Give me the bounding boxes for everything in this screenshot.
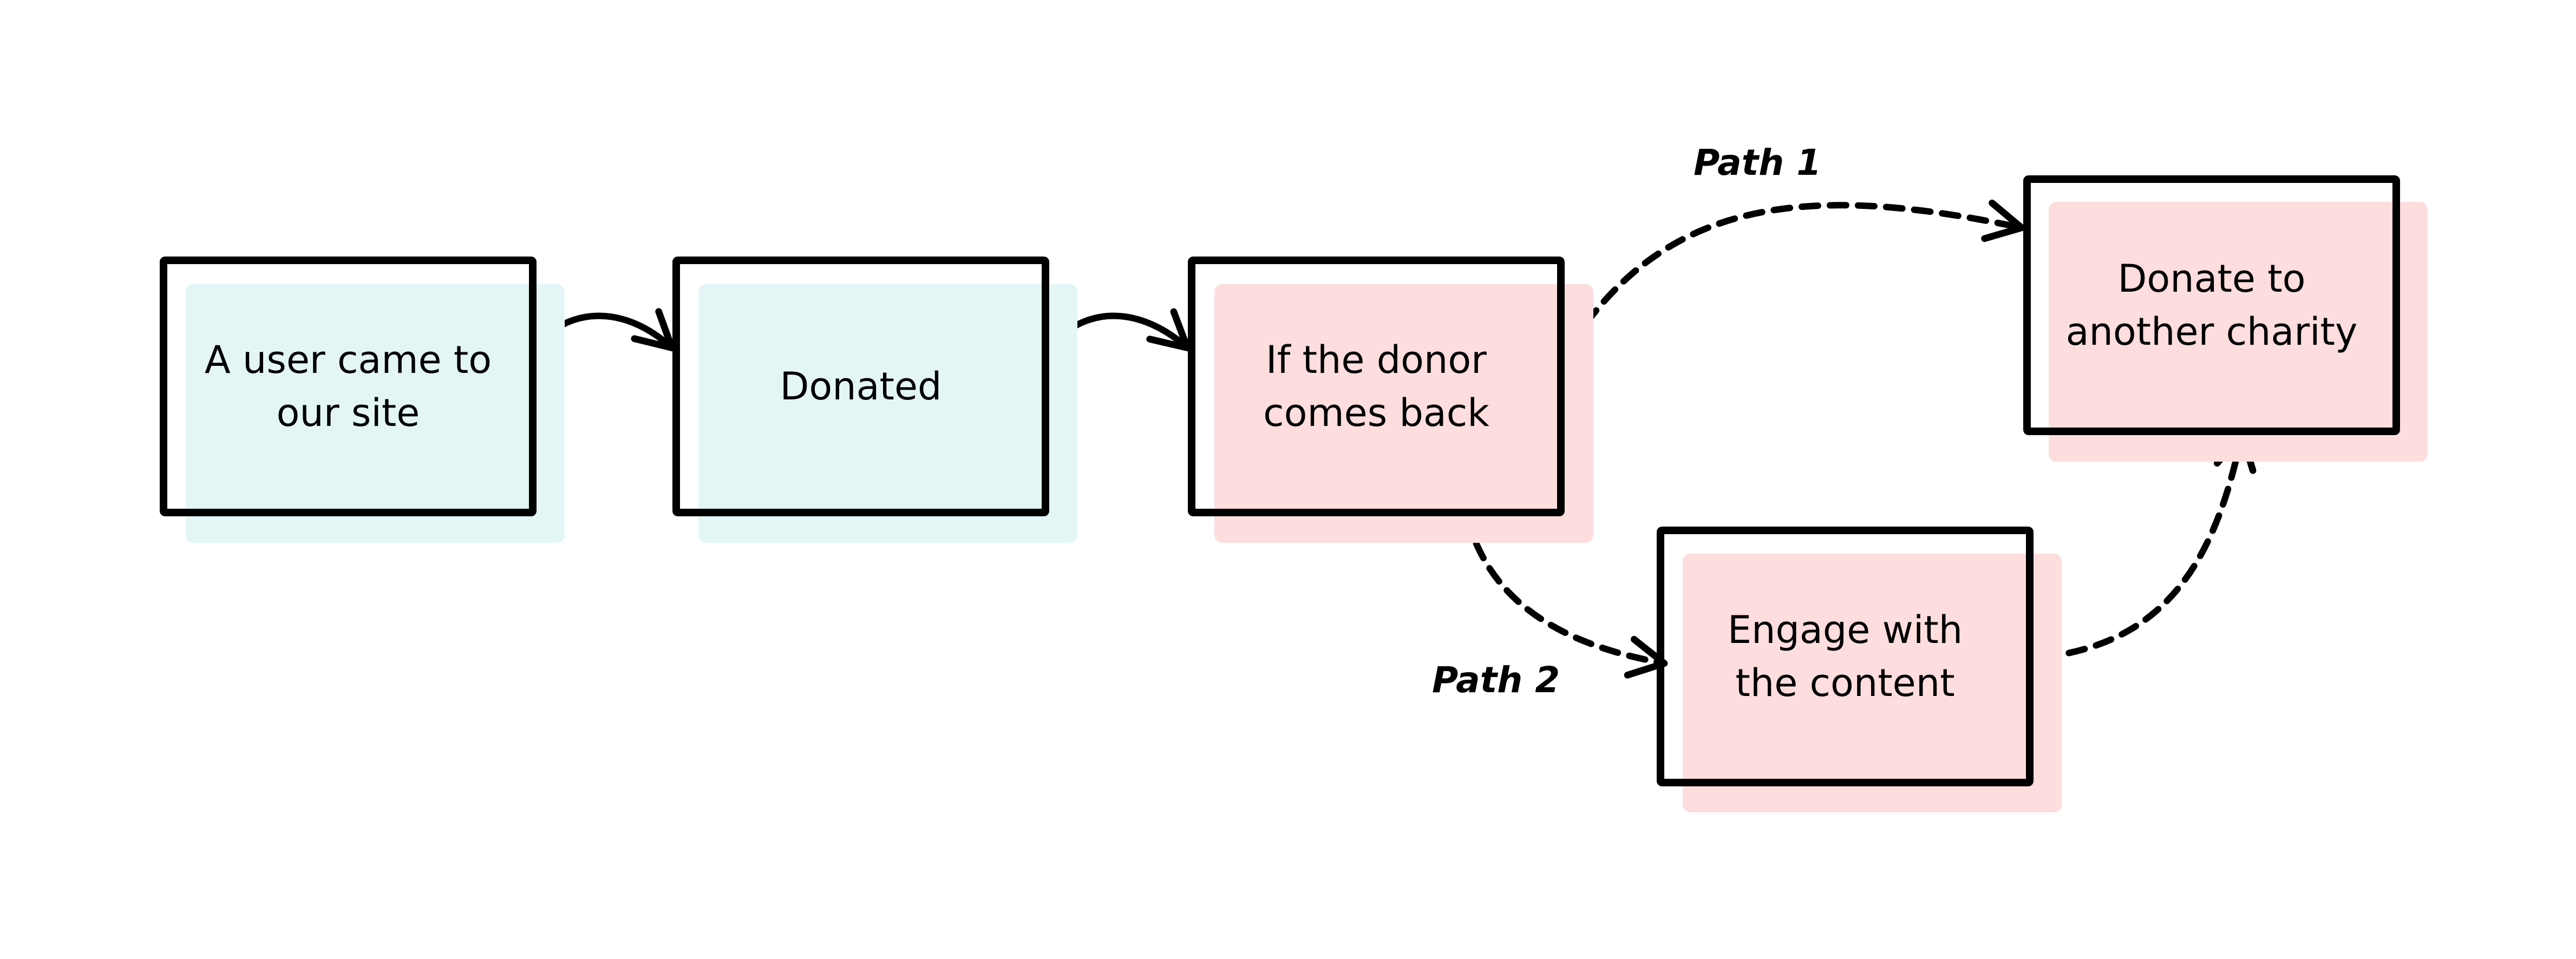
node-donated-shadow bbox=[698, 284, 1077, 543]
arrow-donor-back-to-donate-other bbox=[1567, 199, 2025, 350]
node-donor-back-shadow bbox=[1214, 284, 1593, 543]
node-donor-back-box: If the donor comes back bbox=[1188, 257, 1565, 516]
node-donor-back-label: If the donor comes back bbox=[1263, 338, 1489, 435]
path-1-label: Path 1 bbox=[1694, 142, 1822, 183]
node-engage-box: Engage with the content bbox=[1657, 527, 2034, 786]
node-engage-label: Engage with the content bbox=[1727, 608, 1963, 705]
node-donate-other-box: Donate to another charity bbox=[2023, 175, 2400, 435]
node-user-came-label: A user came to our site bbox=[204, 338, 492, 435]
node-donate-other-label: Donate to another charity bbox=[2065, 257, 2358, 354]
node-engage-shadow bbox=[1683, 554, 2062, 812]
node-user-came-box: A user came to our site bbox=[160, 257, 537, 516]
arrow-donor-back-to-engage bbox=[1464, 514, 1668, 679]
node-donated-label: Donated bbox=[780, 364, 942, 409]
node-donated-box: Donated bbox=[672, 257, 1049, 516]
path-2-label: Path 2 bbox=[1432, 659, 1560, 701]
node-user-came-shadow bbox=[186, 284, 565, 543]
node-donate-other-shadow bbox=[2049, 202, 2428, 462]
arrow-engage-to-donate-other bbox=[2038, 430, 2257, 661]
